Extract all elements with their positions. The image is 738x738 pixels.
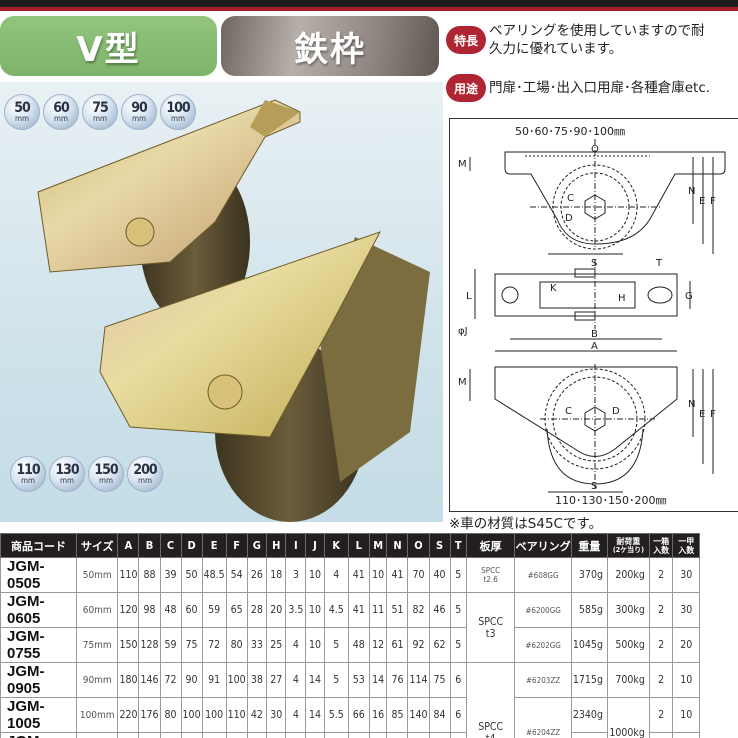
- type-label: V型: [0, 16, 217, 76]
- svg-text:E: E: [699, 409, 705, 420]
- col-header: 板厚: [466, 533, 516, 558]
- svg-text:K: K: [550, 283, 557, 294]
- col-header: G: [246, 533, 268, 558]
- col-header: M: [368, 533, 388, 558]
- top-bar-accent: [0, 7, 738, 11]
- material-note: ※車の材質はS45Cです。: [449, 516, 603, 532]
- top-size-range: 50･60･75･90･100㎜: [515, 125, 625, 138]
- material-label: 鉄枠: [221, 16, 439, 76]
- col-header: K: [323, 533, 349, 558]
- col-header: B: [138, 533, 161, 558]
- svg-text:D: D: [565, 213, 573, 224]
- col-header: N: [386, 533, 409, 558]
- wheel-illustration: [37, 99, 430, 522]
- col-header: C: [159, 533, 182, 558]
- svg-text:A: A: [591, 341, 598, 352]
- col-header: ベアリング: [514, 533, 572, 558]
- svg-text:G: G: [685, 291, 693, 302]
- feature-text: ベアリングを使用していますので耐 久力に優れています。: [489, 23, 705, 57]
- svg-text:S: S: [591, 481, 597, 492]
- usage-block: 用途 門扉･工場･出入口用扉･各種倉庫etc.: [446, 74, 710, 102]
- svg-text:N: N: [688, 399, 695, 410]
- col-header: S: [428, 533, 451, 558]
- svg-text:O: O: [591, 144, 599, 155]
- svg-text:S: S: [591, 258, 597, 269]
- col-header: T: [449, 533, 468, 558]
- svg-text:F: F: [710, 196, 716, 207]
- col-header: L: [347, 533, 370, 558]
- spec-table: 商品コード サイズ A B C D E F G H I J K L M N O …: [0, 533, 700, 738]
- col-header: 商品コード: [0, 533, 77, 558]
- feature-block: 特長 ベアリングを使用していますので耐 久力に優れています。: [446, 22, 705, 58]
- svg-text:L: L: [466, 291, 472, 302]
- svg-text:φJ: φJ: [458, 326, 468, 337]
- svg-text:C: C: [565, 406, 572, 417]
- col-header: J: [305, 533, 325, 558]
- col-header: H: [266, 533, 287, 558]
- top-bar: [0, 0, 738, 11]
- col-header: E: [201, 533, 227, 558]
- col-header: D: [180, 533, 203, 558]
- col-header: A: [117, 533, 140, 558]
- svg-text:E: E: [699, 196, 705, 207]
- col-header: 耐荷重(2ケ当り): [606, 533, 650, 558]
- svg-text:H: H: [618, 293, 626, 304]
- col-header: 一甲入数: [672, 533, 700, 558]
- svg-text:D: D: [612, 406, 620, 417]
- svg-text:F: F: [710, 409, 716, 420]
- usage-text: 門扉･工場･出入口用扉･各種倉庫etc.: [489, 80, 711, 96]
- table-header-row: 商品コード サイズ A B C D E F G H I J K L M N O …: [0, 533, 700, 558]
- col-header: F: [225, 533, 248, 558]
- col-header: O: [407, 533, 430, 558]
- usage-badge: 用途: [446, 74, 486, 102]
- feature-badge: 特長: [446, 26, 486, 54]
- bottom-size-range: 110･130･150･200㎜: [555, 494, 666, 507]
- technical-diagram: 50･60･75･90･100㎜ O M C D N E F S T K G L…: [449, 118, 738, 512]
- col-header: 重量: [570, 533, 608, 558]
- svg-text:T: T: [655, 258, 663, 269]
- col-header: 一箱入数: [648, 533, 674, 558]
- col-header: サイズ: [75, 533, 119, 558]
- svg-text:C: C: [567, 193, 574, 204]
- svg-text:M: M: [458, 377, 467, 388]
- col-header: I: [285, 533, 307, 558]
- svg-text:B: B: [591, 329, 598, 340]
- svg-text:N: N: [688, 186, 695, 197]
- svg-text:M: M: [458, 159, 467, 170]
- plate-thickness: SPCCt4: [466, 662, 516, 738]
